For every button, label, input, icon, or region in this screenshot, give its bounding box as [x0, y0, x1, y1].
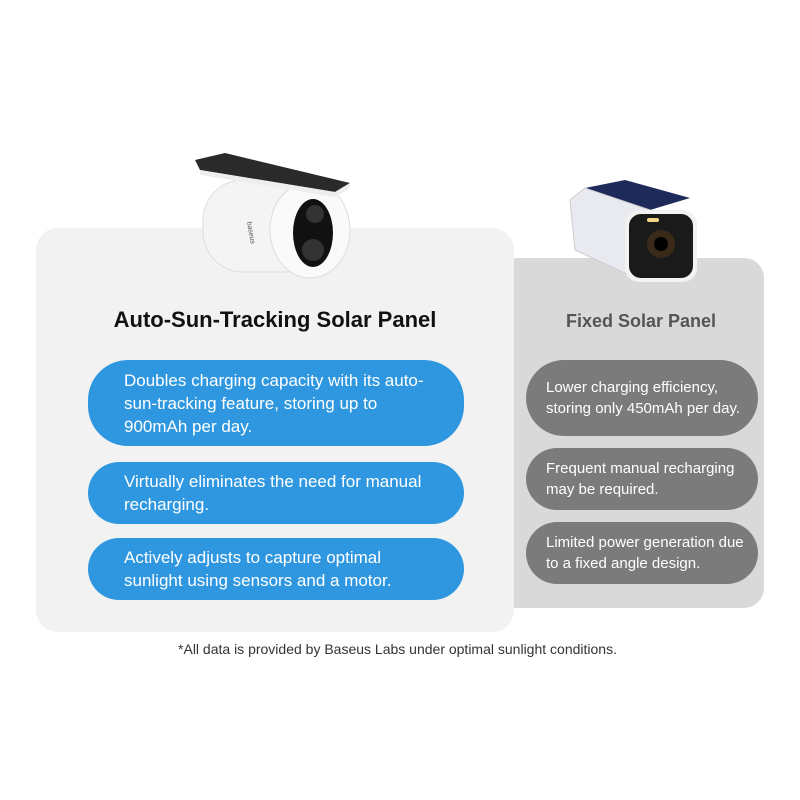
fixed-camera-image	[569, 180, 697, 282]
fixed-panel-title: Fixed Solar Panel	[565, 311, 717, 331]
fixed-feature-pill: Frequent manual recharging may be requir…	[526, 448, 758, 510]
auto-tracking-title: Auto-Sun-Tracking Solar Panel	[113, 307, 437, 332]
auto-feature-pill: Actively adjusts to capture optimal sunl…	[88, 538, 464, 600]
fixed-feature-pill: Lower charging efficiency, storing only …	[526, 360, 758, 436]
fixed-feature-pill: Limited power generation due to a fixed …	[526, 522, 758, 584]
footnote: *All data is provided by Baseus Labs und…	[178, 641, 617, 657]
auto-tracking-camera-image: baseus	[195, 153, 351, 279]
svg-text:baseus: baseus	[245, 221, 256, 245]
auto-feature-pill: Doubles charging capacity with its auto-…	[88, 360, 464, 446]
auto-feature-pill: Virtually eliminates the need for manual…	[88, 462, 464, 524]
